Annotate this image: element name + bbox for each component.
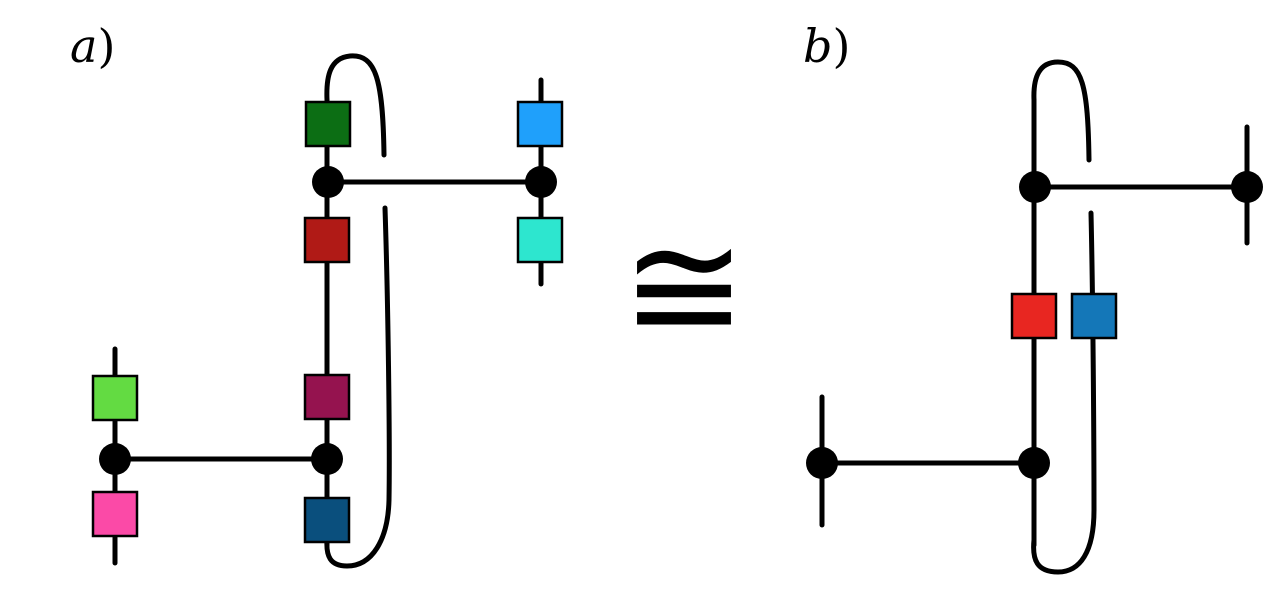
box-sky-blue xyxy=(516,100,564,148)
b-node-bottom-right xyxy=(1018,447,1050,479)
box-light-green xyxy=(91,374,139,422)
b-bottom-loop-wire xyxy=(1031,210,1097,575)
panel-b-paren: ) xyxy=(832,19,850,73)
b-node-bottom-left xyxy=(806,447,838,479)
box-dark-blue xyxy=(303,496,351,544)
a-bottom-loop-wire xyxy=(324,205,392,569)
box-dark-red xyxy=(303,216,351,264)
box-pink xyxy=(91,490,139,538)
panel-a-paren: ) xyxy=(97,19,115,73)
panel-a-diagram xyxy=(91,53,564,569)
a-node-top-left xyxy=(312,166,344,198)
b-top-loop-wire xyxy=(1031,59,1092,163)
a-node-bottom-left xyxy=(99,443,131,475)
a-top-loop-wire xyxy=(324,53,387,158)
panel-b-letter: b xyxy=(803,19,832,73)
box-purple xyxy=(303,373,351,421)
box-red xyxy=(1010,292,1058,340)
b-node-top-right xyxy=(1231,171,1263,203)
panel-b-label: b) xyxy=(803,19,850,73)
b-node-top-left xyxy=(1019,171,1051,203)
a-node-top-right xyxy=(525,166,557,198)
panel-a-letter: a xyxy=(70,19,97,73)
box-blue xyxy=(1070,292,1118,340)
panel-b-diagram xyxy=(806,59,1263,575)
box-cyan xyxy=(516,216,564,264)
box-dark-green xyxy=(304,100,352,148)
a-node-bottom-right xyxy=(311,443,343,475)
congruence-symbol: ≅ xyxy=(621,200,747,374)
panel-a-label: a) xyxy=(70,19,115,73)
